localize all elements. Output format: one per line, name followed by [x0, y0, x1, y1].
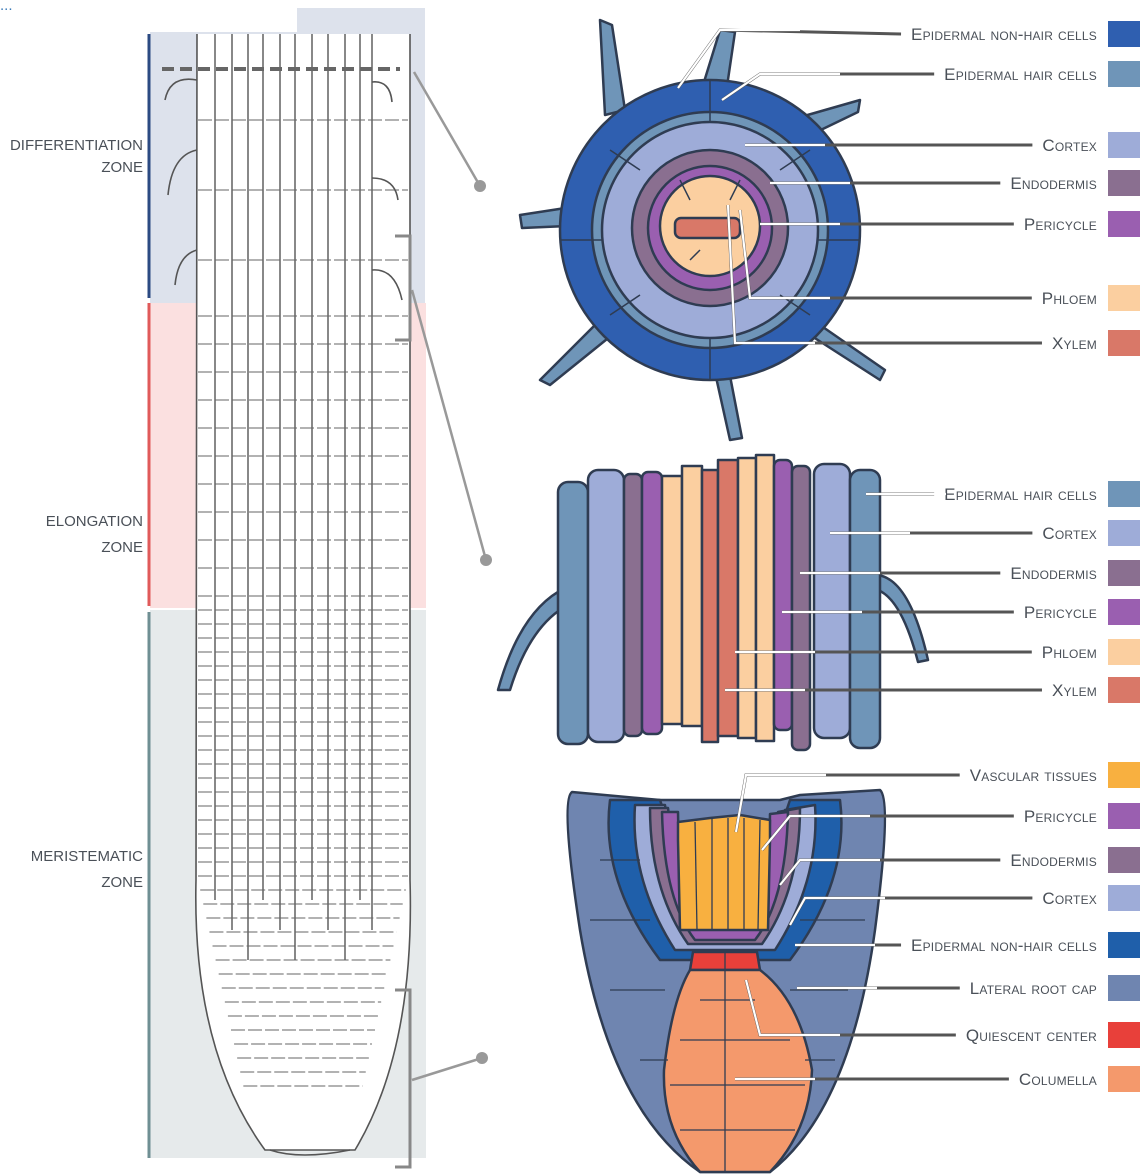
elongation-zone-label-1: ELONGATION: [46, 513, 143, 530]
cross-root-hair: [600, 20, 625, 115]
cross-legend-swatch: [1108, 61, 1140, 87]
connector-dot: [474, 180, 486, 192]
long-endodermis-left: [624, 474, 642, 736]
long-legend-label: Xylem: [1052, 681, 1097, 700]
cross-legend-leader-inner: [678, 30, 800, 88]
differentiation-zone-label-1: DIFFERENTIATION: [10, 137, 143, 154]
long-legend-label: Pericycle: [1024, 603, 1097, 622]
cross-legend-swatch: [1108, 132, 1140, 158]
cross-legend-swatch: [1108, 211, 1140, 237]
tip-legend-swatch: [1108, 762, 1140, 788]
tip-legend-label: Lateral root cap: [970, 979, 1097, 998]
cross-legend-label: Cortex: [1042, 136, 1097, 155]
cross-legend-label: Phloem: [1042, 289, 1097, 308]
tip-legend-swatch: [1108, 1022, 1140, 1048]
tip-legend-swatch: [1108, 1066, 1140, 1092]
cross-legend-label: Epidermal hair cells: [944, 65, 1097, 84]
cross-legend-swatch: [1108, 330, 1140, 356]
long-cortex-left: [588, 470, 624, 742]
cross-legend-label: Pericycle: [1024, 215, 1097, 234]
tip-legend-swatch: [1108, 885, 1140, 911]
long-phloem: [756, 455, 774, 741]
meristematic-zone-label-2: ZONE: [101, 874, 143, 891]
long-epidermis-left: [558, 482, 588, 744]
tip-legend-swatch: [1108, 803, 1140, 829]
root-longitudinal-outline: [196, 34, 411, 1155]
long-phloem: [738, 458, 756, 738]
cross-section-figure: [520, 20, 885, 440]
long-root-hair: [878, 575, 928, 662]
cross-root-hair: [810, 325, 885, 380]
tip-legend-label: Vascular tissues: [970, 766, 1097, 785]
cross-legend-label: Xylem: [1052, 334, 1097, 353]
long-endodermis-right: [792, 466, 810, 750]
long-legend-label: Phloem: [1042, 643, 1097, 662]
tip-legend-label: Pericycle: [1024, 807, 1097, 826]
cross-legend-label: Endodermis: [1010, 174, 1097, 193]
long-phloem: [662, 476, 682, 724]
long-legend-swatch: [1108, 599, 1140, 625]
long-legend-swatch: [1108, 520, 1140, 546]
root-outline: [196, 34, 411, 1150]
tip-legend-swatch: [1108, 975, 1140, 1001]
root-tip-figure: [568, 790, 885, 1172]
long-cortex-right: [814, 464, 850, 738]
long-xylem: [718, 460, 738, 736]
cross-legend-swatch: [1108, 21, 1140, 47]
long-epidermis-right: [850, 470, 880, 748]
long-legend-label: Epidermal hair cells: [944, 485, 1097, 504]
long-legend-swatch: [1108, 560, 1140, 586]
cross-legend-label: Epidermal non-hair cells: [911, 25, 1097, 44]
cross-legend-swatch: [1108, 170, 1140, 196]
long-legend-label: Endodermis: [1010, 564, 1097, 583]
differentiation-zone-label-2: ZONE: [101, 159, 143, 176]
tip-vascular-tissues: [678, 815, 770, 930]
connector-dot: [476, 1052, 488, 1064]
cross-legend-swatch: [1108, 285, 1140, 311]
meristematic-zone-label-1: MERISTEMATIC: [31, 848, 143, 865]
long-legend-label: Cortex: [1042, 524, 1097, 543]
tip-legend-swatch: [1108, 932, 1140, 958]
tip-legend-label: Endodermis: [1010, 851, 1097, 870]
tip-legend-label: Columella: [1019, 1070, 1097, 1089]
long-legend-swatch: [1108, 639, 1140, 665]
tip-legend-label: Quiescent center: [966, 1026, 1097, 1045]
header-fragment: ...: [0, 0, 13, 14]
tip-legend-label: Cortex: [1042, 889, 1097, 908]
long-pericycle-left: [642, 472, 662, 734]
long-phloem: [682, 466, 702, 726]
connector-dot: [480, 554, 492, 566]
tip-legend-label: Epidermal non-hair cells: [911, 936, 1097, 955]
long-xylem: [702, 470, 718, 742]
tip-legend-swatch: [1108, 847, 1140, 873]
long-legend-swatch: [1108, 481, 1140, 507]
longitudinal-figure: [498, 455, 928, 750]
elongation-zone-label-2: ZONE: [101, 539, 143, 556]
long-legend-swatch: [1108, 677, 1140, 703]
